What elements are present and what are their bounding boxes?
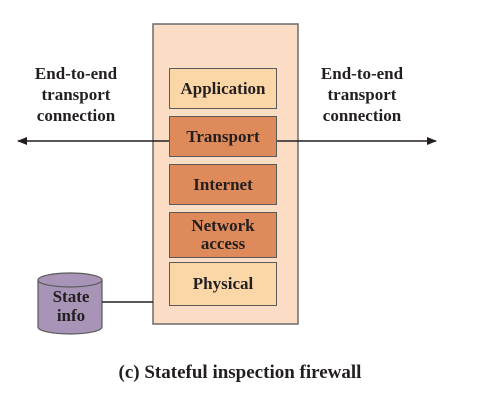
right-connection-label: End-to-end transport connection	[300, 63, 424, 126]
layer-network-access: Network access	[169, 212, 277, 258]
left-connection-label: End-to-end transport connection	[14, 63, 138, 126]
layer-application: Application	[169, 68, 277, 109]
left-label-line-3: connection	[36, 106, 116, 125]
left-label-line-1: End-to-end	[34, 64, 118, 83]
left-label-line-2: transport	[41, 85, 111, 104]
layer-physical-label: Physical	[192, 274, 254, 293]
state-info-line-2: info	[56, 306, 86, 325]
layer-network-access-label-1: Network	[191, 216, 255, 235]
right-label-line-3: connection	[322, 106, 402, 125]
right-label-line-1: End-to-end	[320, 64, 404, 83]
state-info-label: State info	[40, 287, 102, 325]
figure-caption: (c) Stateful inspection firewall	[118, 362, 362, 383]
layer-transport-label: Transport	[186, 126, 260, 146]
layer-transport: Transport	[169, 116, 277, 157]
right-label-line-2: transport	[327, 85, 397, 104]
layer-network-access-label-2: access	[200, 234, 246, 253]
layer-internet: Internet	[169, 164, 277, 205]
layer-internet-label: Internet	[193, 174, 253, 194]
state-info-line-1: State	[52, 287, 90, 306]
layer-application-label: Application	[180, 78, 266, 98]
state-info-cylinder	[37, 272, 103, 335]
layer-physical: Physical	[169, 262, 277, 306]
